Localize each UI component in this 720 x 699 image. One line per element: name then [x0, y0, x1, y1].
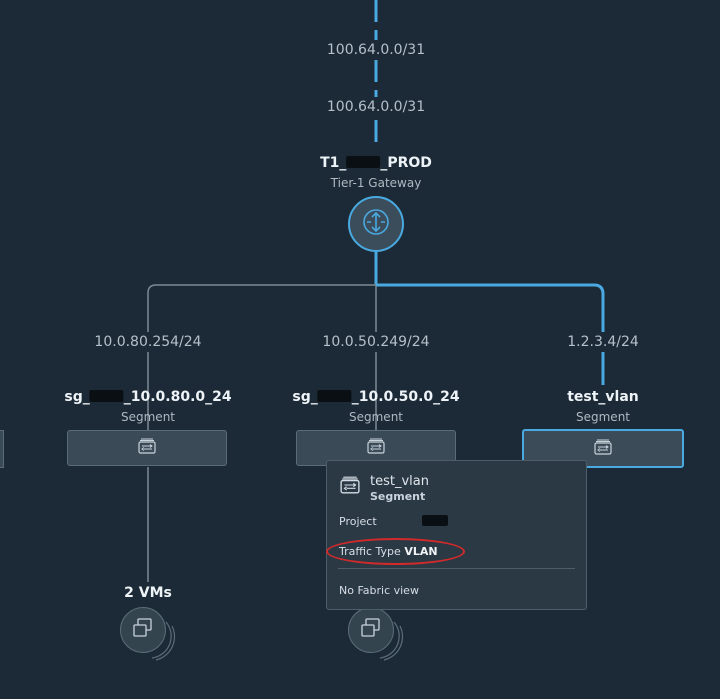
- segment-icon: [367, 438, 385, 458]
- redaction: [317, 390, 352, 402]
- link-segment-1: [147, 284, 376, 430]
- router-icon: [361, 207, 391, 241]
- segment-icon: [594, 439, 612, 459]
- popup-subtitle: Segment: [370, 490, 426, 503]
- vm-icon: [360, 617, 382, 643]
- uplink-address-top: 100.64.0.0/31: [322, 40, 430, 60]
- segment-3-address: 1.2.3.4/24: [563, 332, 643, 352]
- vm-count-label: 2 VMs: [124, 585, 172, 601]
- segment-1-node[interactable]: [67, 430, 227, 466]
- popup-divider: [338, 568, 575, 569]
- segment-2-type: Segment: [349, 410, 403, 424]
- segment-2-address: 10.0.50.249/24: [318, 332, 434, 352]
- link-segment-3: [376, 283, 605, 385]
- gateway-node[interactable]: [348, 196, 404, 252]
- segment-details-popup: test_vlan Segment Project Traffic Type V…: [326, 460, 587, 610]
- no-fabric-view-link[interactable]: No Fabric view: [339, 584, 419, 597]
- vm-stack-shadow: [379, 621, 404, 661]
- segment-3-name[interactable]: test_vlan: [567, 389, 639, 405]
- segment-2-name[interactable]: sg__10.0.50.0_24: [292, 389, 460, 405]
- vm-group-node-1[interactable]: [120, 607, 166, 653]
- offscreen-segment-node[interactable]: [0, 430, 4, 468]
- segment-3-type: Segment: [576, 410, 630, 424]
- popup-title: test_vlan: [370, 474, 429, 489]
- segment-1-type: Segment: [121, 410, 175, 424]
- vm-stack-shadow: [151, 621, 176, 661]
- gateway-name[interactable]: T1__PROD: [320, 155, 432, 171]
- segment-1-name[interactable]: sg__10.0.80.0_24: [64, 389, 232, 405]
- redaction: [89, 390, 124, 402]
- vm-icon: [132, 617, 154, 643]
- uplink-address-bottom: 100.64.0.0/31: [322, 97, 430, 117]
- redaction: [422, 515, 449, 526]
- redaction: [346, 156, 381, 168]
- segment-1-address: 10.0.80.254/24: [90, 332, 206, 352]
- segment-icon: [138, 438, 156, 458]
- gateway-type: Tier-1 Gateway: [330, 176, 422, 190]
- popup-project-row: Project: [339, 515, 449, 528]
- annotation-ellipse: [326, 538, 465, 565]
- vm-group-node-2[interactable]: [348, 607, 394, 653]
- project-label: Project: [339, 515, 377, 528]
- segment-icon: [340, 476, 360, 498]
